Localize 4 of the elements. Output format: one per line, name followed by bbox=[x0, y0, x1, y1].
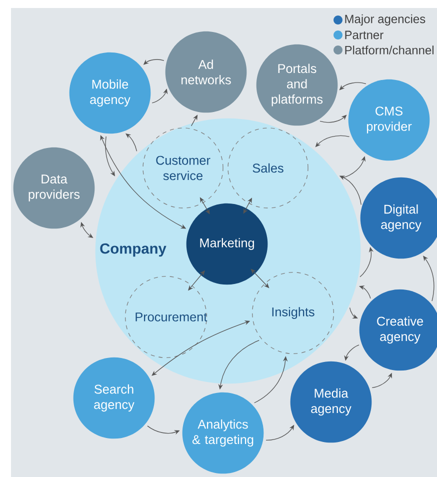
legend-label: Partner bbox=[345, 30, 384, 40]
legend-label: Major agencies bbox=[345, 14, 426, 26]
legend-label: Platform/channel bbox=[345, 46, 434, 54]
arrow bbox=[423, 256, 434, 302]
